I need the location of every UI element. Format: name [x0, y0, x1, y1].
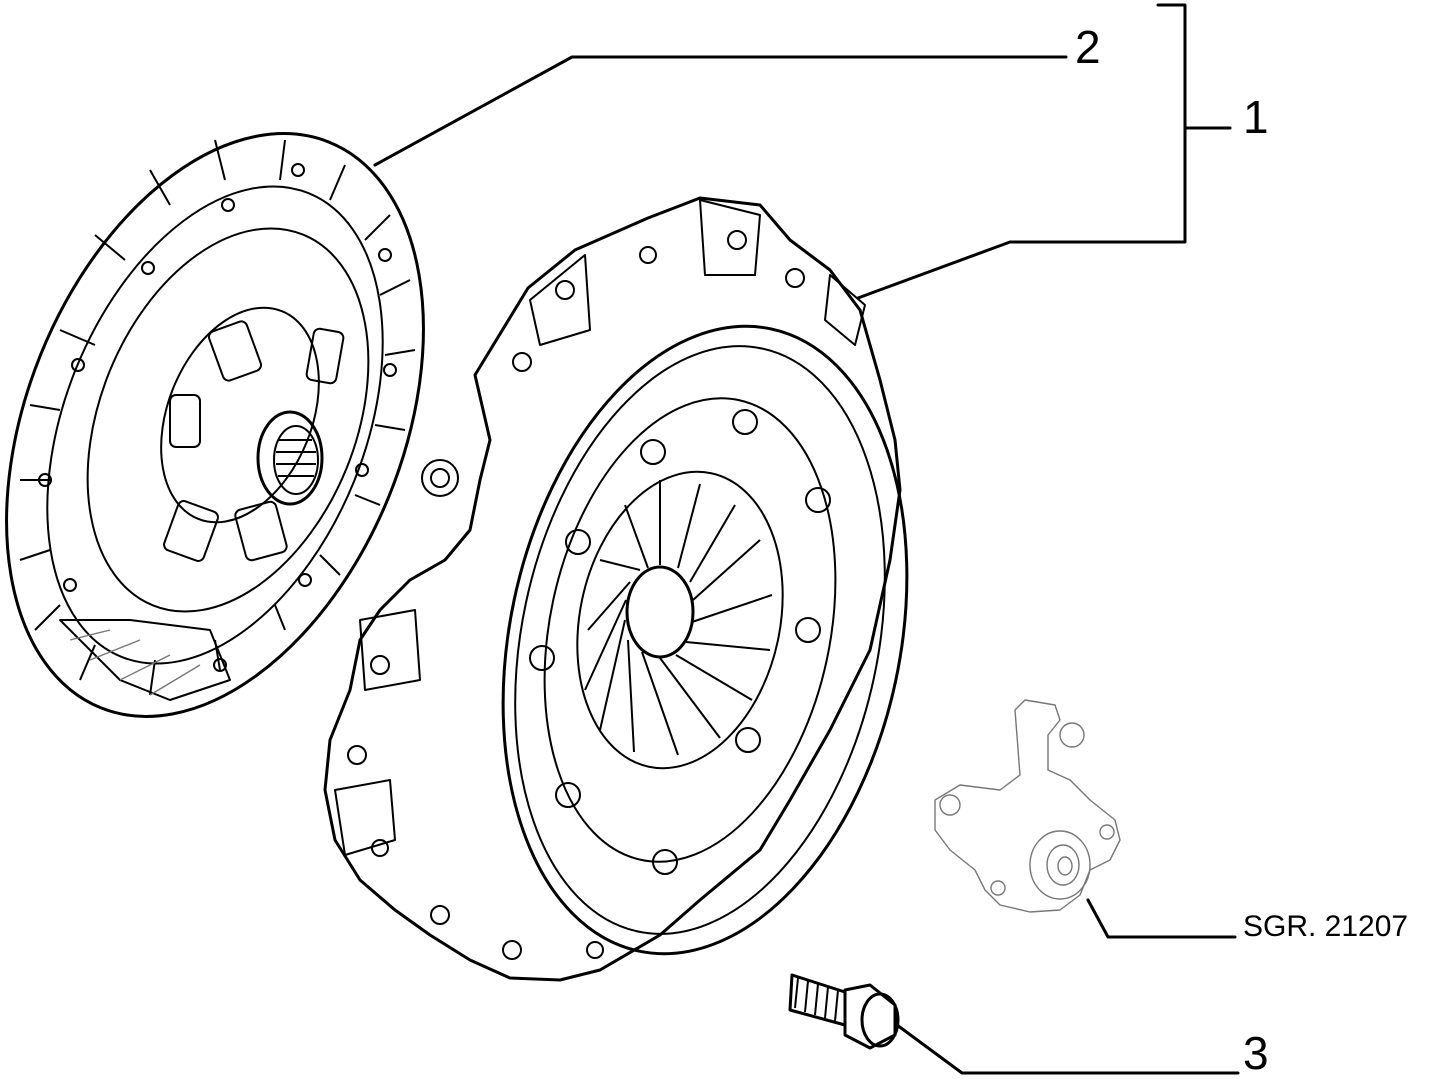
clutch-disc	[5, 132, 425, 718]
callout-1: 1	[1243, 91, 1269, 143]
leader-lines	[373, 3, 1240, 1075]
group-reference-label: SGR. 21207	[1243, 910, 1409, 943]
release-bearing-assembly	[934, 699, 1121, 913]
callout-2: 2	[1075, 21, 1101, 73]
bolt	[788, 973, 900, 1050]
callout-3: 3	[1243, 1027, 1269, 1079]
clutch-pressure-plate	[323, 196, 909, 982]
